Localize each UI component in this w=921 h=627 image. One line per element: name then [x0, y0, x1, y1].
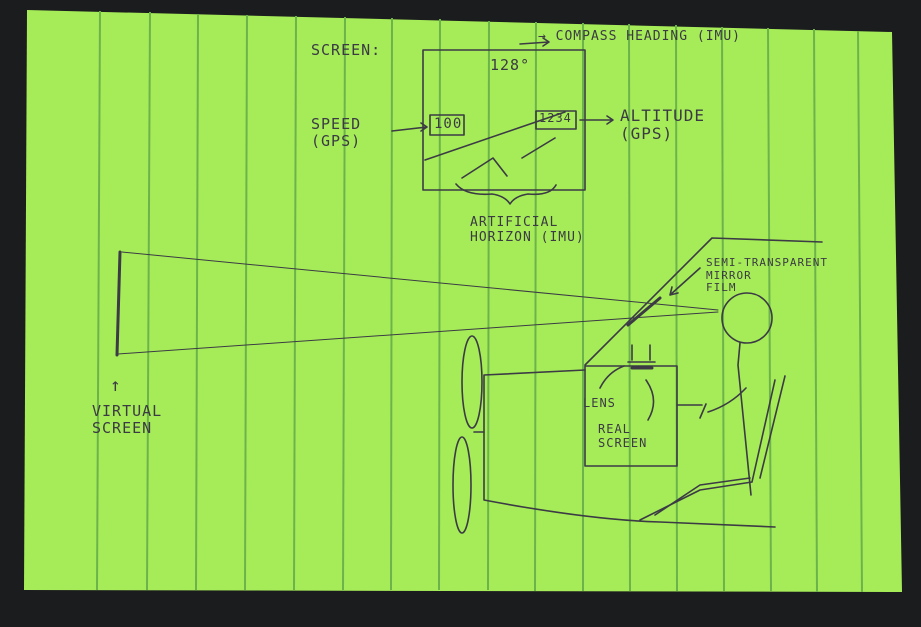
virtual-screen-line — [115, 250, 122, 357]
windshield — [584, 237, 823, 366]
fuselage — [483, 369, 776, 528]
propeller-bottom — [452, 436, 472, 534]
real-screen-annotation: REAL SCREEN — [598, 422, 648, 450]
virtual-screen-annotation: VIRTUAL SCREEN — [92, 402, 163, 438]
lens-bracket — [627, 344, 656, 363]
lens-arrow — [599, 365, 625, 389]
horizon-brace — [455, 183, 557, 205]
compass-annotation: → COMPASS HEADING (IMU) — [538, 29, 742, 44]
heading-value: 128° — [490, 56, 531, 74]
mirror-pointer-arrow — [669, 267, 701, 296]
mirror-film — [626, 296, 662, 327]
altitude-arrow — [579, 115, 614, 125]
speed-arrow — [391, 122, 428, 132]
lens-annotation: LENS — [583, 396, 616, 410]
pilot-body — [737, 342, 752, 496]
pilot-head — [721, 292, 773, 344]
pilot-legs — [654, 477, 751, 516]
speed-box — [429, 114, 465, 136]
screen-label: SCREEN: — [311, 41, 382, 59]
sight-line-top — [121, 251, 719, 311]
artificial-horizon-line — [424, 111, 566, 161]
altitude-value: 1234 — [539, 111, 572, 125]
pilot-seat — [639, 375, 786, 521]
green-sticky-note — [24, 10, 902, 592]
real-screen-box — [584, 365, 678, 467]
mirror-annotation: SEMI-TRANSPARENT MIRROR FILM — [706, 256, 828, 295]
altitude-box — [535, 110, 577, 130]
propeller-top — [461, 335, 483, 429]
pilot-arm — [699, 387, 747, 419]
altitude-annotation: ALTITUDE (GPS) — [620, 106, 706, 144]
speed-value: 100 — [434, 116, 463, 132]
speed-annotation: SPEED (GPS) — [311, 115, 362, 151]
compass-arrow — [519, 37, 550, 47]
sight-line-bottom — [117, 311, 719, 355]
horizon-annotation: ARTIFICIAL HORIZON (IMU) — [470, 215, 585, 245]
real-screen-arrow — [645, 379, 655, 421]
ruled-lines — [96, 10, 863, 593]
virtual-arrow: ↑ — [110, 375, 122, 396]
horizon-aircraft-symbol — [461, 137, 556, 179]
